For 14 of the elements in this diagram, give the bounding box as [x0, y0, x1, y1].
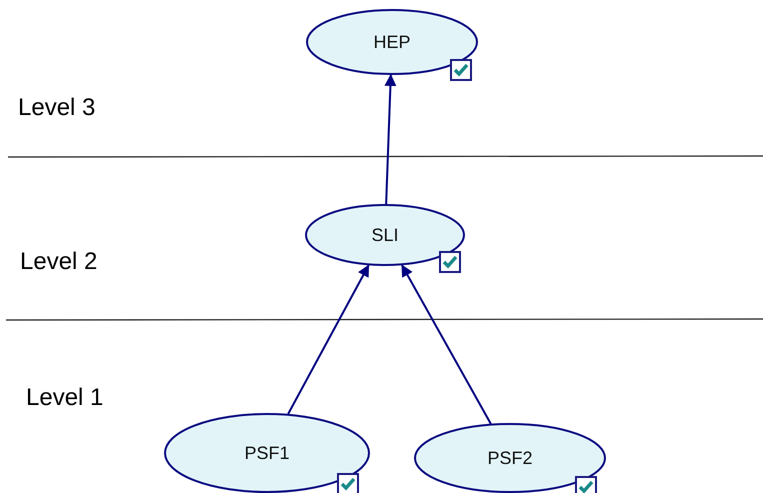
ellipse-node	[306, 9, 478, 75]
ellipse-node	[305, 204, 465, 266]
level-label: Level 2	[20, 248, 98, 276]
node-label: HEP	[373, 32, 410, 52]
arrow	[287, 264, 370, 414]
arrow	[401, 264, 492, 424]
node-label: PSF2	[487, 448, 533, 468]
ellipse-node	[164, 413, 370, 493]
node-label: SLI	[371, 224, 399, 246]
arrow	[384, 74, 396, 204]
ellipse-node	[414, 423, 606, 493]
node-label: PSF1	[244, 442, 290, 464]
level-label: Level 3	[18, 94, 96, 122]
level-label: Level 1	[26, 384, 104, 412]
